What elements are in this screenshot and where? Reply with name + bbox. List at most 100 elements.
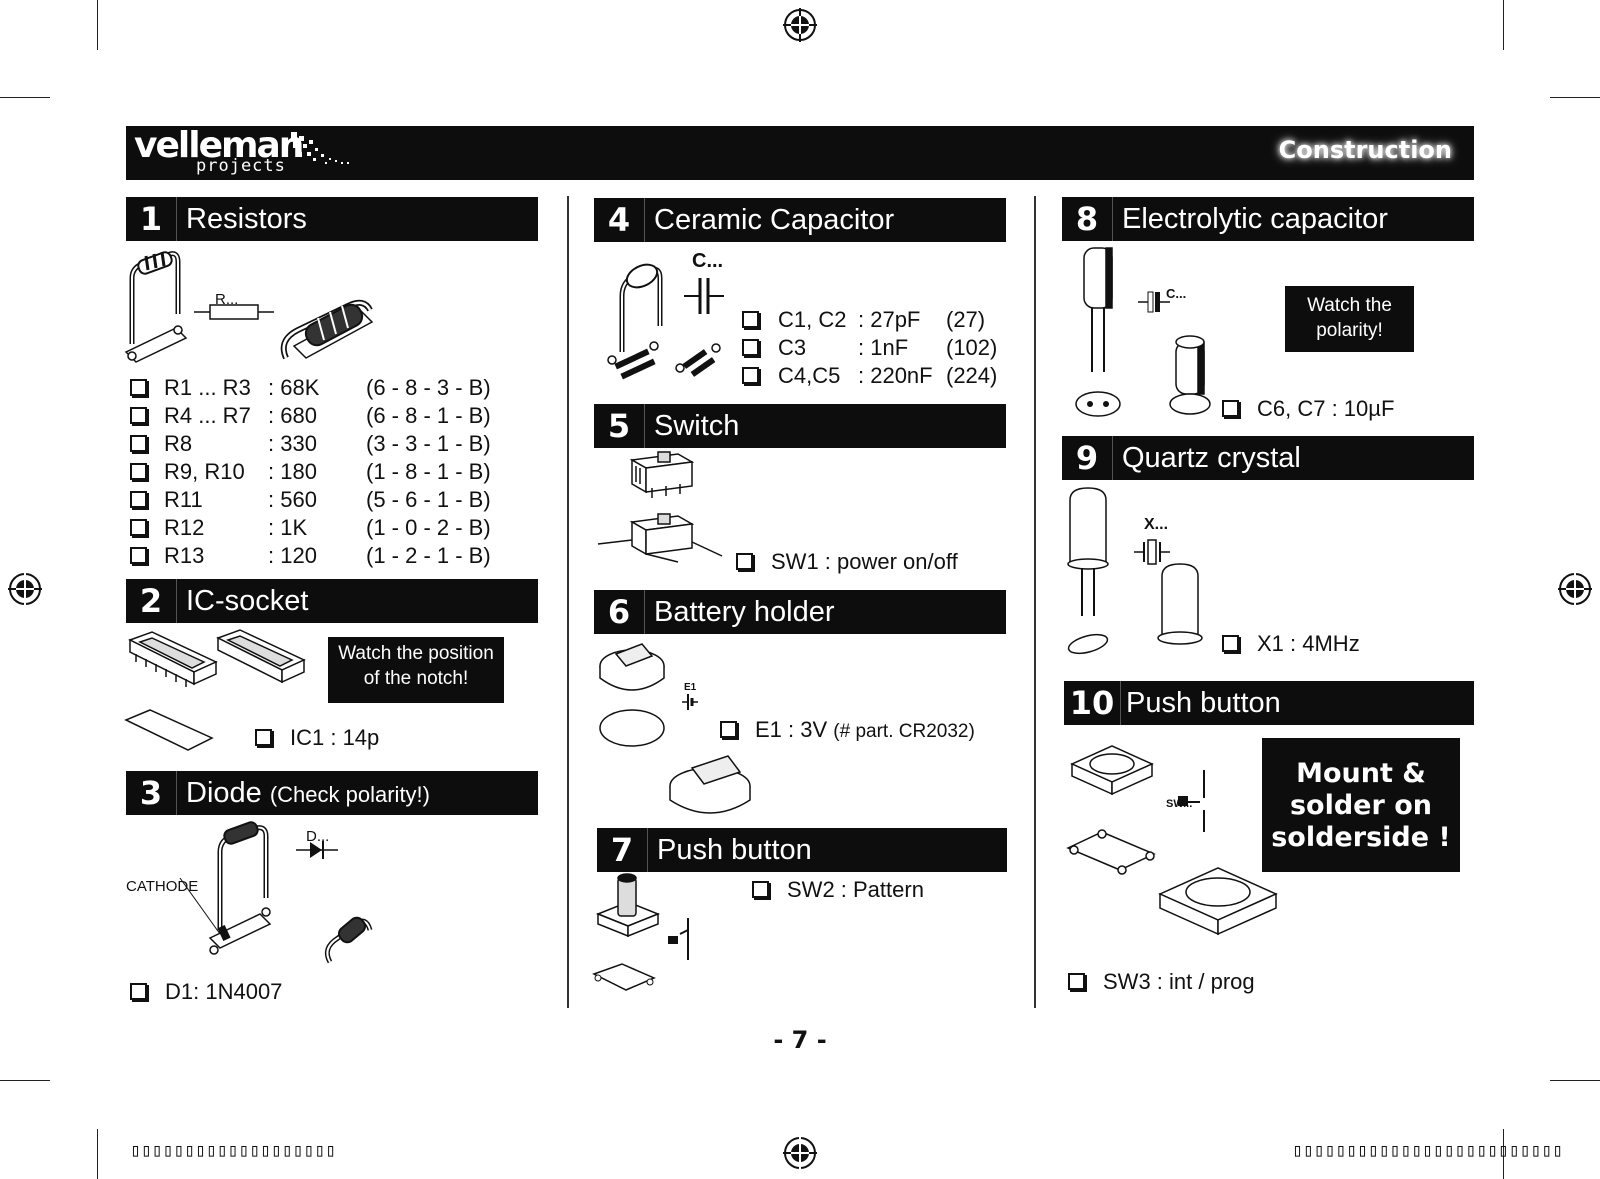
footer-code-right: ▯▯▯▯▯▯▯▯▯▯▯▯▯▯▯▯▯▯▯▯▯▯▯▯▯ — [1292, 1140, 1563, 1161]
checkbox-icon[interactable] — [130, 378, 147, 396]
checkbox-icon[interactable] — [752, 880, 769, 898]
list-item: R12: 1K(1 - 0 - 2 - B) — [130, 514, 550, 542]
checkbox-icon[interactable] — [1222, 399, 1239, 417]
list-item: R9, R10 : 180 (1 - 8 - 1 - B) — [130, 458, 550, 486]
quartz-crystal-illustration-icon — [1067, 487, 1203, 655]
section-number: 8 — [1062, 197, 1113, 241]
section-title: Battery holder — [654, 596, 835, 628]
tact-switch-item: SW3 : int / prog — [1068, 968, 1255, 996]
page-header: velleman projects Construction — [126, 126, 1474, 180]
checkbox-icon[interactable] — [742, 366, 759, 384]
list-item: R13 : 120 (1 - 2 - 1 - B) — [130, 542, 550, 570]
registration-mark-icon — [783, 8, 817, 42]
section-number: 7 — [597, 828, 648, 872]
checkbox-icon[interactable] — [255, 728, 272, 746]
diode-item: D1: 1N4007 — [130, 978, 282, 1006]
slide-switch-illustration-icon — [597, 451, 723, 563]
notch-warning-note: Watch the position of the notch! — [328, 637, 504, 703]
list-item: R1 ... R3: 68K(6 - 8 - 3 - B) — [130, 374, 550, 402]
section-header-battery-holder: 6 Battery holder — [594, 590, 1006, 634]
checkbox-icon[interactable] — [742, 338, 759, 356]
item-value: : 68K — [268, 375, 320, 400]
section-title: Ceramic Capacitor — [654, 204, 895, 236]
column-divider — [567, 196, 569, 1008]
registration-mark-icon — [8, 572, 42, 606]
brand-logo: velleman — [134, 125, 304, 166]
item-code: (1 - 0 - 2 - B) — [366, 515, 491, 540]
registration-mark-icon — [1558, 572, 1592, 606]
item-ref: R1 ... R3 — [164, 375, 251, 400]
checkbox-icon[interactable] — [130, 462, 147, 480]
cathode-label: CATHODE — [126, 878, 199, 895]
section-number: 6 — [594, 590, 645, 634]
item-ref: C1, C2 — [778, 307, 847, 332]
list-item: C1, C2: 27pF(27) — [742, 306, 1162, 334]
checkbox-icon[interactable] — [720, 720, 737, 738]
crystal-item: X1 : 4MHz — [1222, 630, 1360, 658]
item-code: (1 - 2 - 1 - B) — [366, 543, 491, 568]
crop-mark — [1503, 1129, 1504, 1179]
section-title: IC-socket — [186, 585, 309, 617]
solderside-warning-note: Mount & solder on solderside ! — [1262, 738, 1460, 872]
checkbox-icon[interactable] — [130, 434, 147, 452]
diode-illustration-icon — [179, 821, 373, 964]
section-number: 1 — [126, 197, 177, 241]
section-header-push-button-smd: 10 Push button — [1064, 681, 1474, 725]
item-code: (102) — [946, 335, 998, 360]
section-header-ceramic-capacitor: 4 Ceramic Capacitor — [594, 198, 1006, 242]
crystal-label: X... — [1144, 516, 1169, 533]
tact-switch-illustration-icon — [1066, 745, 1278, 936]
section-title: Push button — [657, 834, 812, 866]
item-value: : 560 — [268, 487, 317, 512]
item-code: (224) — [946, 363, 998, 388]
item-ref: C3 — [778, 335, 807, 360]
item-code: (1 - 8 - 1 - B) — [366, 459, 491, 484]
checkbox-icon[interactable] — [130, 546, 147, 564]
electrolytic-label: C... — [1166, 286, 1187, 301]
section-title: Diode (Check polarity!) — [186, 777, 430, 809]
item-ref: R4 ... R7 — [164, 403, 251, 428]
electrolytic-item: C6, C7 : 10µF — [1222, 395, 1394, 423]
section-number: 3 — [126, 771, 177, 815]
list-item: R8: 330(3 - 3 - 1 - B) — [130, 430, 550, 458]
section-number: 5 — [594, 404, 645, 448]
list-item: C4,C5: 220nF(224) — [742, 362, 1162, 390]
list-item: R11 : 560 (5 - 6 - 1 - B) — [130, 486, 550, 514]
battery-holder-illustration-icon — [599, 643, 751, 814]
column-divider — [1034, 196, 1036, 1008]
item-ref: R12 — [164, 515, 205, 540]
list-item: C3: 1nF(102) — [742, 334, 1162, 362]
checkbox-icon[interactable] — [130, 982, 147, 1000]
registration-mark-icon — [783, 1136, 817, 1170]
section-number: 2 — [126, 579, 177, 623]
battery-label: E1 — [684, 682, 697, 693]
item-ref: R11 — [164, 487, 203, 512]
item-ref: C4,C5 — [778, 363, 841, 388]
checkbox-icon[interactable] — [130, 490, 147, 508]
section-header-diode: 3 Diode (Check polarity!) — [126, 771, 538, 815]
footer-code-left: ▯▯▯▯▯▯▯▯▯▯▯▯▯▯▯▯▯▯▯ — [130, 1140, 336, 1161]
checkbox-icon[interactable] — [130, 406, 147, 424]
crop-mark — [0, 97, 50, 98]
item-ref: R13 — [164, 543, 205, 568]
item-ref: R9, R10 — [164, 459, 245, 484]
crop-mark — [0, 1080, 50, 1081]
item-code: (5 - 6 - 1 - B) — [366, 487, 491, 512]
section-title: Electrolytic capacitor — [1122, 203, 1388, 235]
section-header-electrolytic-capacitor: 8 Electrolytic capacitor — [1062, 197, 1474, 241]
capacitor-label: C... — [692, 250, 724, 272]
checkbox-icon[interactable] — [1068, 972, 1085, 990]
item-value: : 680 — [268, 403, 317, 428]
crop-mark — [97, 0, 98, 50]
crop-mark — [1550, 97, 1600, 98]
item-value: : 180 — [268, 459, 317, 484]
switch-item: SW1 : power on/off — [736, 548, 958, 576]
item-value: : 120 — [268, 543, 317, 568]
checkbox-icon[interactable] — [1222, 634, 1239, 652]
resistor-illustration-icon — [124, 251, 374, 363]
ceramic-capacitor-illustration-icon — [607, 263, 724, 380]
checkbox-icon[interactable] — [742, 310, 759, 328]
section-header-push-button: 7 Push button — [597, 828, 1007, 872]
checkbox-icon[interactable] — [736, 552, 753, 570]
checkbox-icon[interactable] — [130, 518, 147, 536]
